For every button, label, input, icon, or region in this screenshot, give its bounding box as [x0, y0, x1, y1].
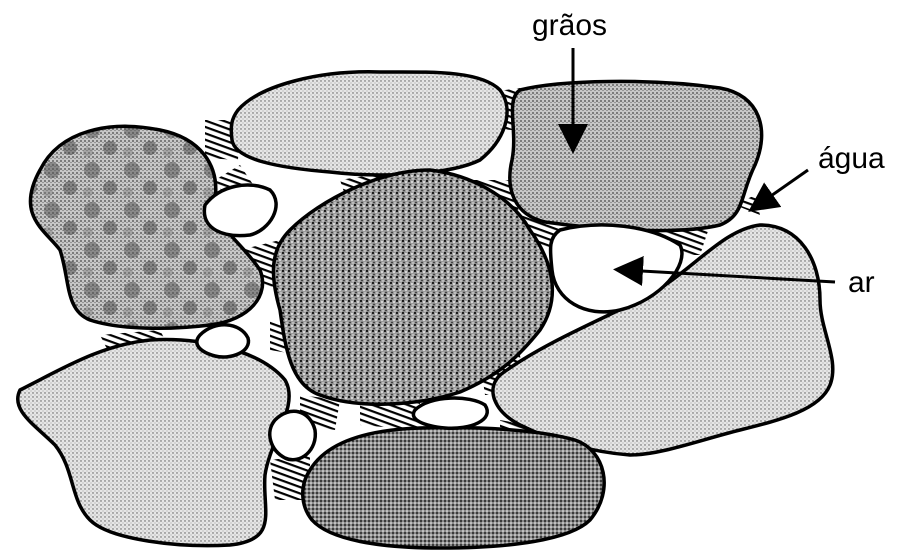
label-agua: água [818, 142, 885, 175]
grain-top-middle [231, 72, 507, 175]
grain-bottom-left [18, 340, 289, 546]
label-ar: ar [848, 266, 875, 299]
arrow-agua-icon [758, 170, 808, 205]
grains [18, 72, 833, 548]
air-void-small-left [197, 325, 249, 357]
grain-bottom-center [303, 428, 604, 549]
grain-top-right [510, 81, 762, 230]
air-void-center-bottom [413, 398, 487, 428]
label-graos: grãos [532, 9, 607, 42]
air-void-left-bottom [270, 411, 316, 459]
